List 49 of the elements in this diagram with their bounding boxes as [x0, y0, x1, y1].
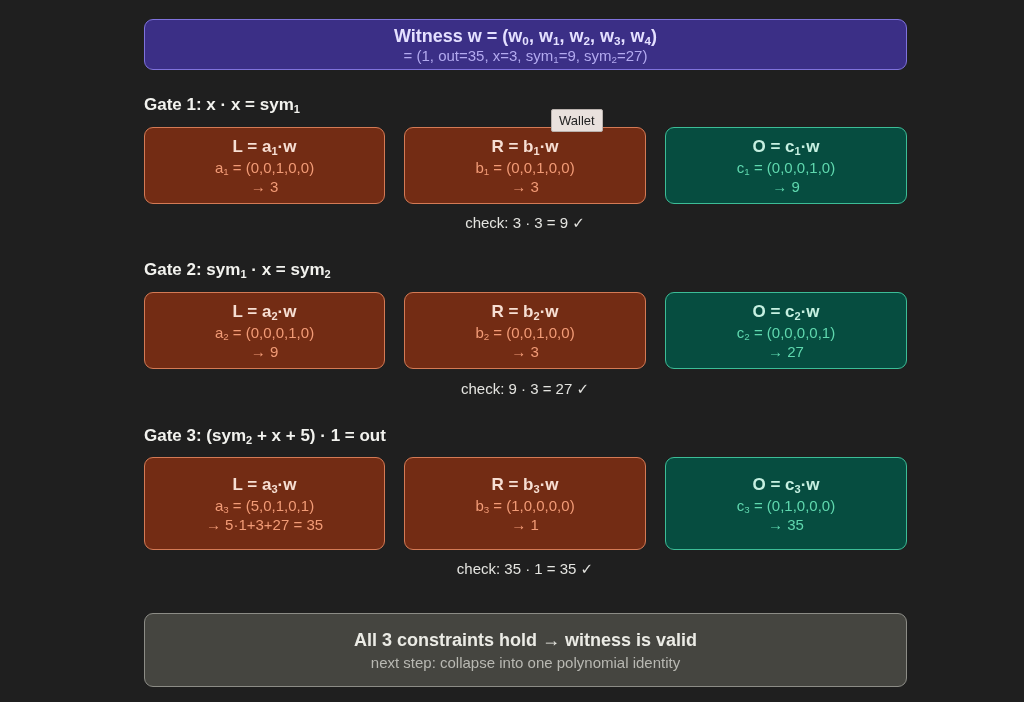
card-title: L = a$_{2}$·w	[232, 300, 297, 323]
result-text: → 3	[511, 176, 539, 196]
summary-text: All 3 constraints hold → witness is valid	[353, 629, 698, 652]
output-card	[665, 292, 907, 369]
vector-text: a$_{3}$ = (5,0,1,0,1)	[214, 495, 315, 515]
formula-card	[144, 292, 385, 369]
witness-card	[144, 19, 907, 70]
card-title: L = a$_{3}$·w	[232, 473, 297, 496]
card-title: L = a$_{1}$·w	[232, 135, 297, 158]
gate-heading: Gate 3: (sym$_{2}$ + x + 5) · 1 = out	[144, 426, 386, 446]
check-text: check: 35 · 1 = 35 ✓	[456, 560, 594, 578]
card-title: R = b$_{2}$·w	[491, 300, 559, 323]
result-text: → 3	[511, 341, 539, 361]
card-title: R = b$_{1}$·w	[491, 135, 559, 158]
output-card	[665, 457, 907, 550]
summary-card	[144, 613, 907, 687]
vector-text: c$_{2}$ = (0,0,0,0,1)	[736, 322, 836, 342]
vector-text: a$_{2}$ = (0,0,0,1,0)	[214, 322, 315, 342]
card-title: O = c$_{1}$·w	[752, 135, 820, 158]
result-text: → 3	[250, 176, 279, 196]
formula-card	[404, 127, 646, 204]
tooltip: Wallet	[551, 109, 603, 132]
check-text: check: 3 · 3 = 9 ✓	[465, 214, 585, 232]
card-title: O = c$_{3}$·w	[752, 473, 820, 496]
vector-text: b$_{2}$ = (0,0,1,0,0)	[475, 322, 575, 342]
output-card	[665, 127, 907, 204]
witness-values: = (1, out=35, x=3, sym$_{1}$=9, sym$_{2}$=27)	[403, 46, 648, 65]
formula-card	[404, 457, 646, 550]
vector-text: c$_{3}$ = (0,1,0,0,0)	[736, 495, 836, 515]
gate-heading: Gate 2: sym$_{1}$ · x = sym$_{2}$	[144, 260, 331, 280]
formula-card	[144, 457, 385, 550]
result-text: → 35	[768, 514, 804, 534]
vector-text: a$_{1}$ = (0,0,1,0,0)	[214, 157, 315, 177]
vector-text: b$_{1}$ = (0,0,1,0,0)	[475, 157, 575, 177]
note-text: next step: collapse into one polynomial identity	[370, 653, 681, 673]
vector-text: c$_{1}$ = (0,0,0,1,0)	[736, 157, 836, 177]
result-text: → 9	[250, 341, 279, 361]
vector-text: b$_{3}$ = (1,0,0,0,0)	[475, 495, 575, 515]
card-title: O = c$_{2}$·w	[752, 300, 820, 323]
result-text: → 9	[772, 176, 800, 196]
gate-heading: Gate 1: x · x = sym$_{1}$	[144, 95, 300, 115]
result-text: → 5·1+3+27 = 35	[205, 514, 324, 534]
card-title: R = b$_{3}$·w	[491, 473, 559, 496]
result-text: → 27	[768, 341, 804, 361]
witness-title: Witness w = (w$_{0}$, w$_{1}$, w$_{2}$, w$_{3}$, w$_{4}$)	[394, 24, 657, 47]
result-text: → 1	[511, 514, 539, 534]
check-text: check: 9 · 3 = 27 ✓	[460, 380, 590, 398]
formula-card	[404, 292, 646, 369]
formula-card	[144, 127, 385, 204]
